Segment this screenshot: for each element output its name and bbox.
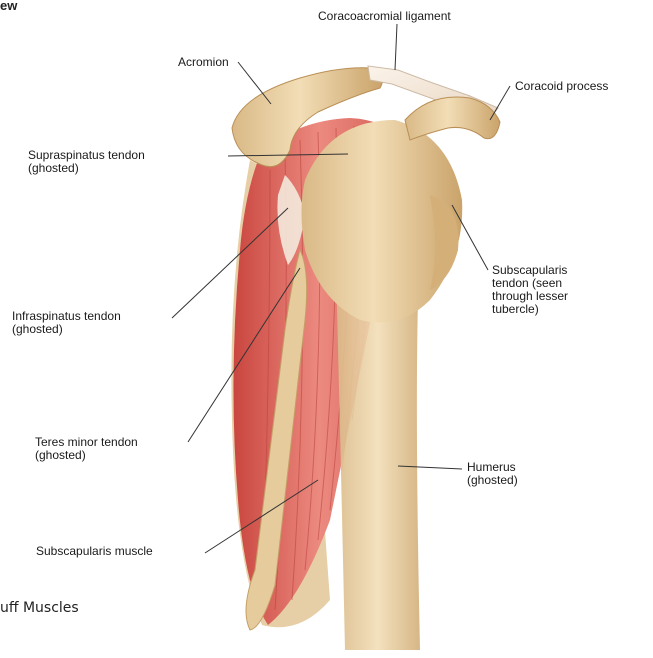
coracoid-process-text: Coracoid process [515,80,608,93]
humerus-text-line2: (ghosted) [467,474,518,487]
coracoacromial-ligament-text: Coracoacromial ligament [318,10,451,23]
acromion-text: Acromion [178,56,229,69]
coracoacromial-ligament-label: Coracoacromial ligament [318,10,451,23]
heading-fragment: ew [0,0,17,13]
subscapularis-tendon-text-line4: tubercle) [492,303,568,316]
supraspinatus-text-line2: (ghosted) [28,162,145,175]
acromion-label: Acromion [178,56,229,69]
subscapularis-muscle-label: Subscapularis muscle [36,545,153,558]
subscapularis-tendon-label: Subscapularis tendon (seen through lesse… [492,264,568,316]
subscapularis-muscle-text: Subscapularis muscle [36,545,153,558]
teres-minor-tendon-label: Teres minor tendon (ghosted) [35,436,138,462]
infraspinatus-tendon-label: Infraspinatus tendon (ghosted) [12,310,121,336]
teres-minor-text-line2: (ghosted) [35,449,138,462]
supraspinatus-tendon-label: Supraspinatus tendon (ghosted) [28,149,145,175]
coracoid-process-label: Coracoid process [515,80,608,93]
infraspinatus-text-line2: (ghosted) [12,323,121,336]
caption-fragment: uff Muscles [0,600,79,616]
humerus-label: Humerus (ghosted) [467,461,518,487]
